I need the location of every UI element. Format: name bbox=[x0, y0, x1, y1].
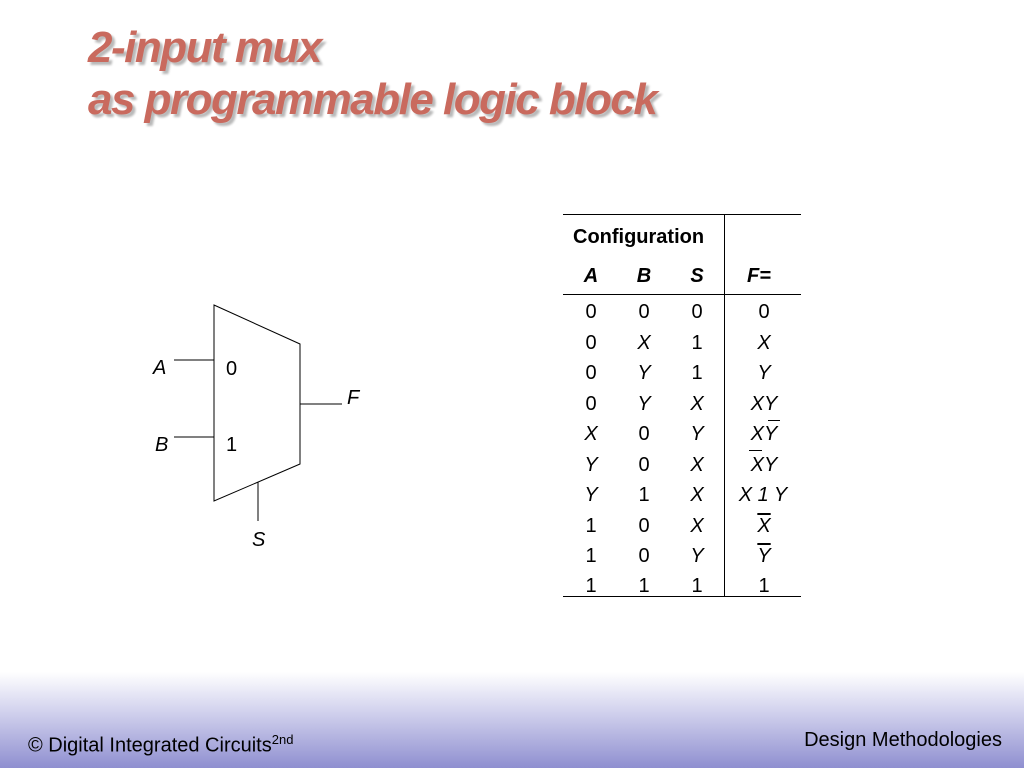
table-cell: 0 bbox=[585, 301, 597, 323]
table-cell: X bbox=[690, 515, 704, 537]
mux-sel-1-label: 1 bbox=[226, 434, 238, 456]
table-cell: Y bbox=[584, 454, 598, 476]
table-cell: Y bbox=[757, 362, 771, 384]
table-cell: 1 bbox=[691, 332, 703, 354]
table-cell: 1 bbox=[638, 575, 650, 597]
table-cell: 1 bbox=[691, 575, 703, 597]
table-cell: 0 bbox=[758, 301, 770, 323]
table-cell: 0 bbox=[638, 423, 650, 445]
configuration-table: Configuration A B S F= 0 0 0 0 0 X 1 X 0… bbox=[563, 214, 801, 597]
table-cell: X bbox=[690, 484, 704, 506]
overbar-y bbox=[768, 420, 780, 421]
footer-left-sup: 2nd bbox=[271, 732, 294, 747]
table-cell: Y bbox=[637, 393, 651, 415]
table-header-b: B bbox=[636, 265, 652, 287]
table-cell: X bbox=[757, 515, 771, 537]
table-cell: 0 bbox=[638, 301, 650, 323]
overbar-x bbox=[749, 450, 762, 451]
table-cell: XY bbox=[750, 454, 778, 476]
table-cell: 1 bbox=[585, 575, 597, 597]
table-cell: 0 bbox=[585, 362, 597, 384]
footer-left: © Digital Integrated Circuits2nd bbox=[28, 728, 293, 758]
mux-input-a-label: A bbox=[153, 357, 167, 379]
table-cell: X bbox=[584, 423, 598, 445]
mux-body bbox=[213, 304, 301, 502]
table-header-a: A bbox=[583, 265, 599, 287]
table-cell: 0 bbox=[638, 454, 650, 476]
table-bottom-rule bbox=[563, 596, 801, 597]
slide-title-line-1: 2-input mux bbox=[88, 23, 322, 72]
table-cell: 1 bbox=[691, 362, 703, 384]
table-cell: Y bbox=[584, 484, 598, 506]
table-group-header: Configuration bbox=[573, 226, 705, 248]
table-cell: 0 bbox=[585, 332, 597, 354]
table-cell: XY bbox=[750, 423, 778, 445]
table-cell: X bbox=[690, 393, 704, 415]
table-top-rule bbox=[563, 214, 801, 215]
mux-select-s-label: S bbox=[252, 529, 266, 551]
table-cell: Y bbox=[690, 545, 704, 567]
table-cell: Y bbox=[637, 362, 651, 384]
table-cell: 1 bbox=[585, 515, 597, 537]
table-cell: X 1 Y bbox=[738, 484, 788, 506]
table-cell: 0 bbox=[585, 393, 597, 415]
table-cell: X bbox=[637, 332, 651, 354]
table-cell: 0 bbox=[691, 301, 703, 323]
table-header-s: S bbox=[690, 265, 704, 287]
table-cell: X bbox=[690, 454, 704, 476]
slide-footer-band bbox=[0, 672, 1024, 768]
table-vertical-rule bbox=[724, 214, 725, 597]
mux-input-b-label: B bbox=[155, 434, 169, 456]
slide-title: 2-input mux as programmable logic block bbox=[88, 22, 658, 126]
mux-sel-0-label: 0 bbox=[226, 358, 238, 380]
table-cell: 1 bbox=[585, 545, 597, 567]
table-cell: 1 bbox=[638, 484, 650, 506]
table-cell: 1 bbox=[758, 575, 770, 597]
table-cell: Y bbox=[690, 423, 704, 445]
footer-right: Design Methodologies bbox=[804, 729, 1002, 751]
table-cell: XY bbox=[750, 393, 778, 415]
table-cell: Y bbox=[757, 545, 771, 567]
table-cell: 0 bbox=[638, 545, 650, 567]
table-header-rule bbox=[563, 294, 801, 295]
slide-title-line-2: as programmable logic block bbox=[88, 75, 658, 124]
mux-output-f-label: F bbox=[347, 387, 360, 409]
table-cell: X bbox=[757, 332, 771, 354]
footer-left-text: © Digital Integrated Circuits bbox=[28, 734, 272, 757]
table-header-f: F= bbox=[747, 265, 771, 287]
table-cell: 0 bbox=[638, 515, 650, 537]
